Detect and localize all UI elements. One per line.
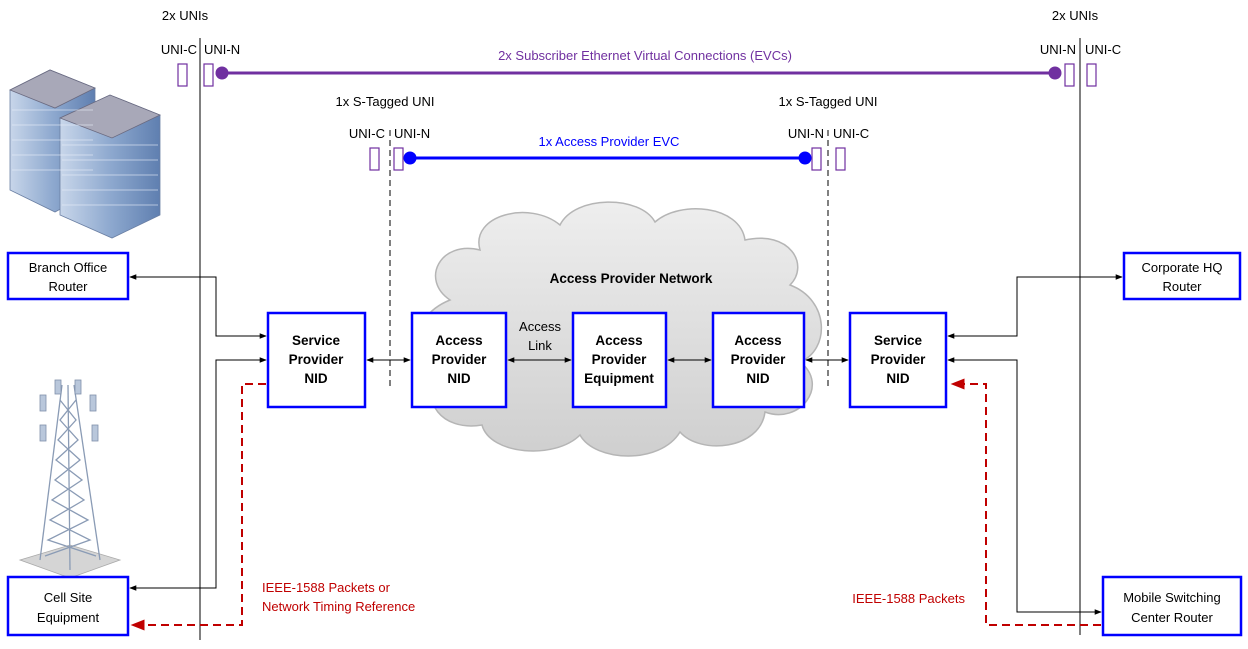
access-provider-nid-right: Access Provider NID (711, 311, 806, 409)
cell-site-label-2: Equipment (37, 610, 100, 625)
ap-nid-left-label-3: NID (447, 371, 471, 386)
sp-nid-left-label-3: NID (304, 371, 328, 386)
sp-nid-right-label-1: Service (874, 333, 923, 348)
access-provider-nid-left: Access Provider NID (410, 311, 508, 409)
subscriber-evc-label: 2x Subscriber Ethernet Virtual Connectio… (498, 48, 792, 63)
sp-nid-left-label-1: Service (292, 333, 341, 348)
service-provider-nid-right: Service Provider NID (848, 311, 948, 409)
connectors (129, 274, 1123, 615)
uni-n-label-left: UNI-N (204, 42, 240, 57)
office-buildings-image (9, 69, 161, 239)
branch-office-router: Branch Office Router (6, 251, 130, 301)
access-provider-evc-line (403, 151, 812, 165)
access-provider-evc-label: 1x Access Provider EVC (539, 134, 680, 149)
s-tagged-uni-label-right: 1x S-Tagged UNI (779, 94, 878, 109)
s-tagged-uni-label-left: 1x S-Tagged UNI (336, 94, 435, 109)
timing-label-right: IEEE-1588 Packets (852, 591, 965, 606)
uni-n-label-inner-left: UNI-N (394, 126, 430, 141)
branch-office-label-2: Router (48, 279, 88, 294)
right-unis-label: 2x UNIs (1052, 8, 1099, 23)
uni-c-label-right: UNI-C (1085, 42, 1121, 57)
ap-nid-left-label-2: Provider (432, 352, 488, 367)
corporate-hq-router: Corporate HQ Router (1122, 251, 1242, 301)
ap-nid-right-label-1: Access (734, 333, 781, 348)
access-link-label-2: Link (528, 338, 552, 353)
msc-router-label-1: Mobile Switching (1123, 590, 1221, 605)
timing-label-left-1: IEEE-1588 Packets or (262, 580, 391, 595)
access-provider-equipment: Access Provider Equipment (571, 311, 668, 409)
subscriber-evc-line (215, 66, 1062, 80)
uni-port-markers (177, 63, 1097, 171)
cell-site-equipment: Cell Site Equipment (6, 575, 130, 637)
corporate-hq-label-1: Corporate HQ (1142, 260, 1223, 275)
cloud-title: Access Provider Network (550, 271, 713, 286)
corporate-hq-label-2: Router (1162, 279, 1202, 294)
branch-office-label-1: Branch Office (29, 260, 108, 275)
ap-equipment-label-1: Access (595, 333, 642, 348)
sp-nid-right-label-3: NID (886, 371, 910, 386)
uni-c-label-inner-left: UNI-C (349, 126, 385, 141)
service-provider-nid-left: Service Provider NID (266, 311, 367, 409)
uni-n-label-inner-right: UNI-N (788, 126, 824, 141)
cell-tower-image (18, 379, 122, 579)
ap-equipment-label-3: Equipment (584, 371, 654, 386)
uni-c-label-inner-right: UNI-C (833, 126, 869, 141)
ap-nid-right-label-2: Provider (731, 352, 787, 367)
access-link-label: Access (519, 319, 561, 334)
msc-router-label-2: Center Router (1131, 610, 1213, 625)
mobile-switching-center-router: Mobile Switching Center Router (1101, 575, 1243, 637)
ap-equipment-label-2: Provider (592, 352, 648, 367)
timing-label-left-2: Network Timing Reference (262, 599, 415, 614)
uni-c-label-left: UNI-C (161, 42, 197, 57)
sp-nid-right-label-2: Provider (871, 352, 927, 367)
ap-nid-left-label-1: Access (435, 333, 482, 348)
uni-n-label-right: UNI-N (1040, 42, 1076, 57)
ap-nid-right-label-3: NID (746, 371, 770, 386)
sp-nid-left-label-2: Provider (289, 352, 345, 367)
timing-paths (130, 378, 1101, 631)
left-unis-label: 2x UNIs (162, 8, 209, 23)
cell-site-label-1: Cell Site (44, 590, 92, 605)
